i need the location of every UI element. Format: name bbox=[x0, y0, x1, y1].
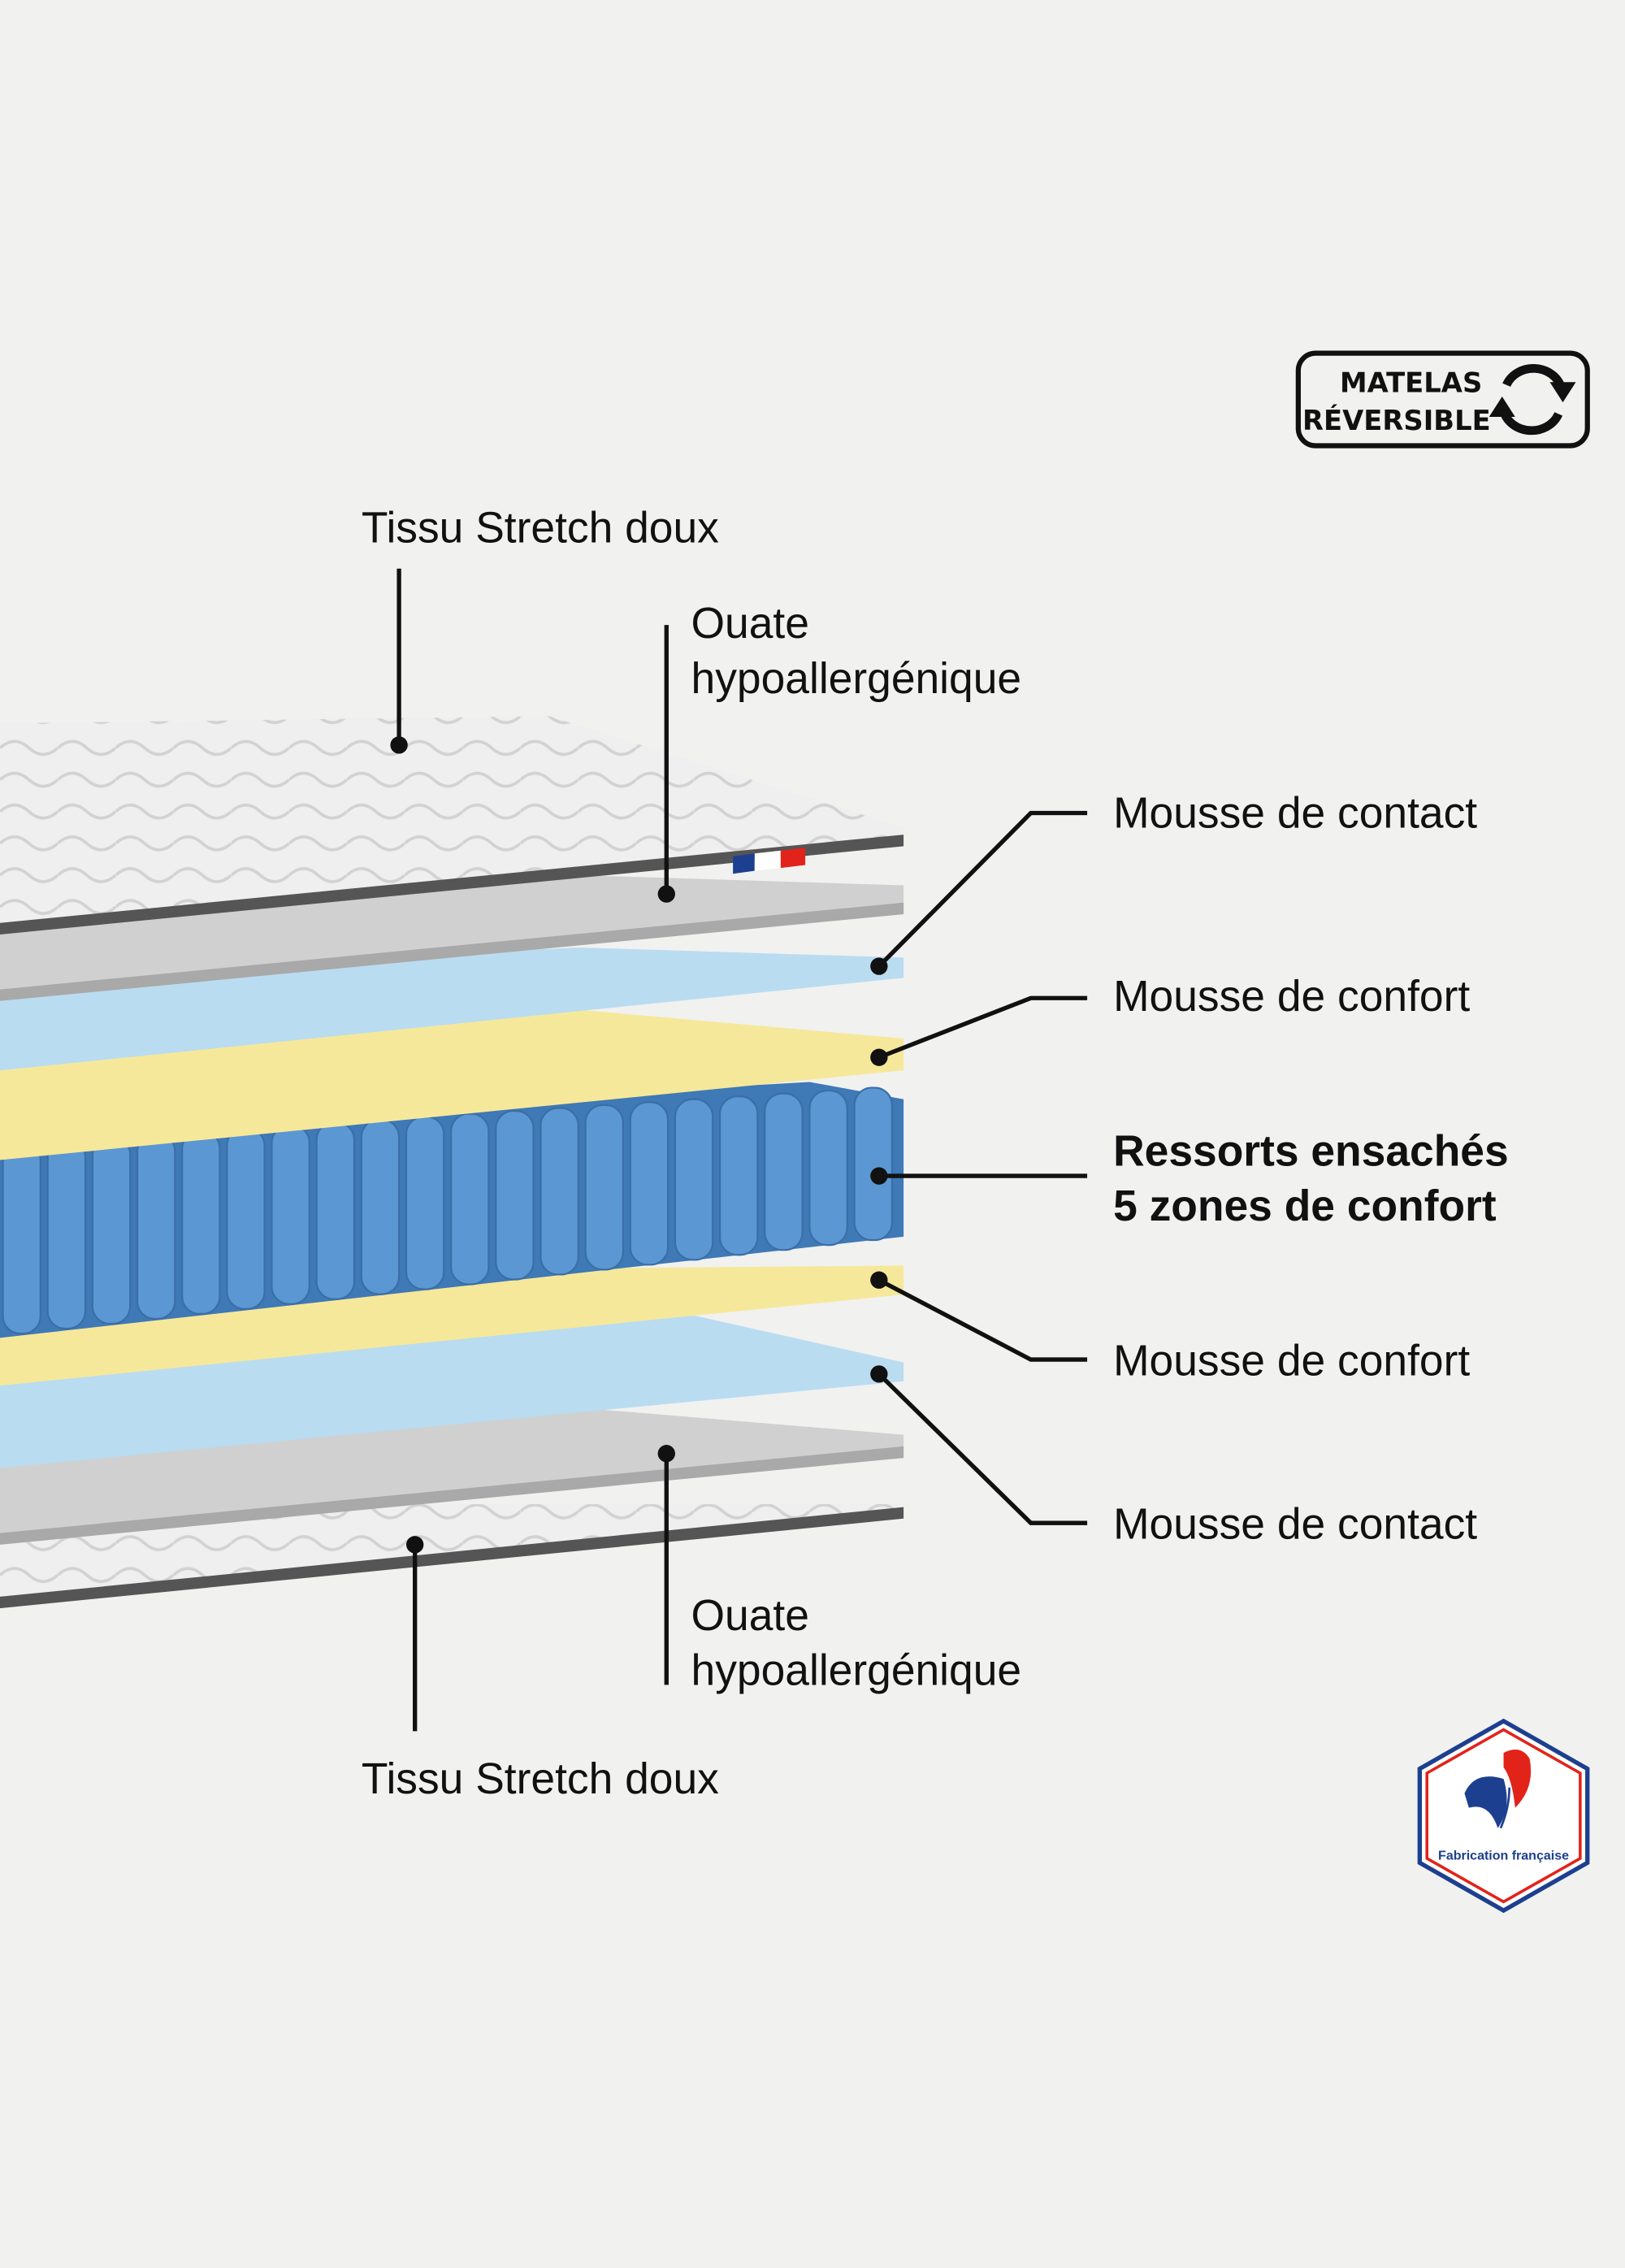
spring-coil bbox=[540, 1107, 579, 1276]
callout-tissu-bottom: Tissu Stretch doux bbox=[362, 1536, 719, 1803]
layer-tissu-top bbox=[0, 716, 904, 935]
spring-coil bbox=[226, 1127, 266, 1310]
spring-coil bbox=[181, 1130, 221, 1315]
spring-coil bbox=[764, 1092, 804, 1251]
callout-ouate-top: Ouate hypoallergénique bbox=[657, 600, 1022, 903]
callout-contact-bottom: Mousse de contact bbox=[870, 1365, 1477, 1549]
svg-text:Tissu Stretch doux: Tissu Stretch doux bbox=[362, 1755, 719, 1803]
svg-text:Mousse de contact: Mousse de contact bbox=[1113, 789, 1477, 837]
svg-text:Mousse de confort: Mousse de confort bbox=[1113, 1338, 1470, 1386]
spring-coil bbox=[629, 1101, 670, 1266]
spring-coil bbox=[808, 1090, 848, 1247]
spring-coil bbox=[271, 1124, 310, 1305]
spring-coil bbox=[450, 1112, 490, 1286]
reverse-arrows-icon bbox=[1488, 364, 1576, 436]
svg-text:5 zones de confort: 5 zones de confort bbox=[1113, 1182, 1497, 1230]
callout-ouate-bottom: Ouate hypoallergénique bbox=[657, 1445, 1022, 1694]
spring-coil bbox=[405, 1116, 445, 1290]
callout-ressorts: Ressorts ensachés 5 zones de confort bbox=[870, 1128, 1509, 1230]
callout-contact-top: Mousse de contact bbox=[870, 789, 1477, 975]
svg-text:Mousse de confort: Mousse de confort bbox=[1113, 973, 1470, 1021]
svg-text:hypoallergénique: hypoallergénique bbox=[691, 655, 1022, 703]
svg-text:Ressorts ensachés: Ressorts ensachés bbox=[1113, 1128, 1509, 1176]
spring-coil bbox=[584, 1104, 624, 1271]
svg-text:hypoallergénique: hypoallergénique bbox=[691, 1646, 1022, 1694]
spring-coil bbox=[46, 1138, 87, 1330]
svg-text:Mousse de contact: Mousse de contact bbox=[1113, 1501, 1477, 1549]
spring-coil bbox=[719, 1095, 759, 1256]
fabrication-francaise-logo: Fabrication française bbox=[1417, 1718, 1590, 1914]
svg-text:Fabrication française: Fabrication française bbox=[1438, 1850, 1569, 1863]
layer-tissu-bottom bbox=[0, 1504, 904, 1609]
spring-coil bbox=[674, 1098, 714, 1261]
callout-tissu-top: Tissu Stretch doux bbox=[362, 505, 719, 754]
french-flag-icon bbox=[733, 848, 806, 874]
svg-text:Ouate: Ouate bbox=[691, 1592, 809, 1640]
svg-text:Tissu Stretch doux: Tissu Stretch doux bbox=[362, 505, 719, 553]
rooster-icon bbox=[1464, 1750, 1532, 1829]
spring-coil bbox=[136, 1133, 176, 1320]
spring-coil bbox=[495, 1109, 535, 1281]
svg-text:Ouate: Ouate bbox=[691, 600, 809, 648]
svg-text:RÉVERSIBLE: RÉVERSIBLE bbox=[1302, 404, 1491, 436]
spring-coil bbox=[853, 1086, 893, 1242]
spring-coil bbox=[360, 1118, 401, 1295]
reversible-badge: MATELAS RÉVERSIBLE bbox=[1295, 350, 1590, 449]
callout-confort-bottom: Mousse de confort bbox=[870, 1271, 1470, 1386]
svg-text:MATELAS: MATELAS bbox=[1340, 367, 1482, 399]
callout-confort-top: Mousse de confort bbox=[870, 973, 1470, 1066]
layer-springs bbox=[0, 1082, 904, 1338]
spring-coil bbox=[2, 1142, 41, 1335]
spring-coil bbox=[315, 1121, 356, 1300]
spring-coil bbox=[91, 1135, 132, 1325]
